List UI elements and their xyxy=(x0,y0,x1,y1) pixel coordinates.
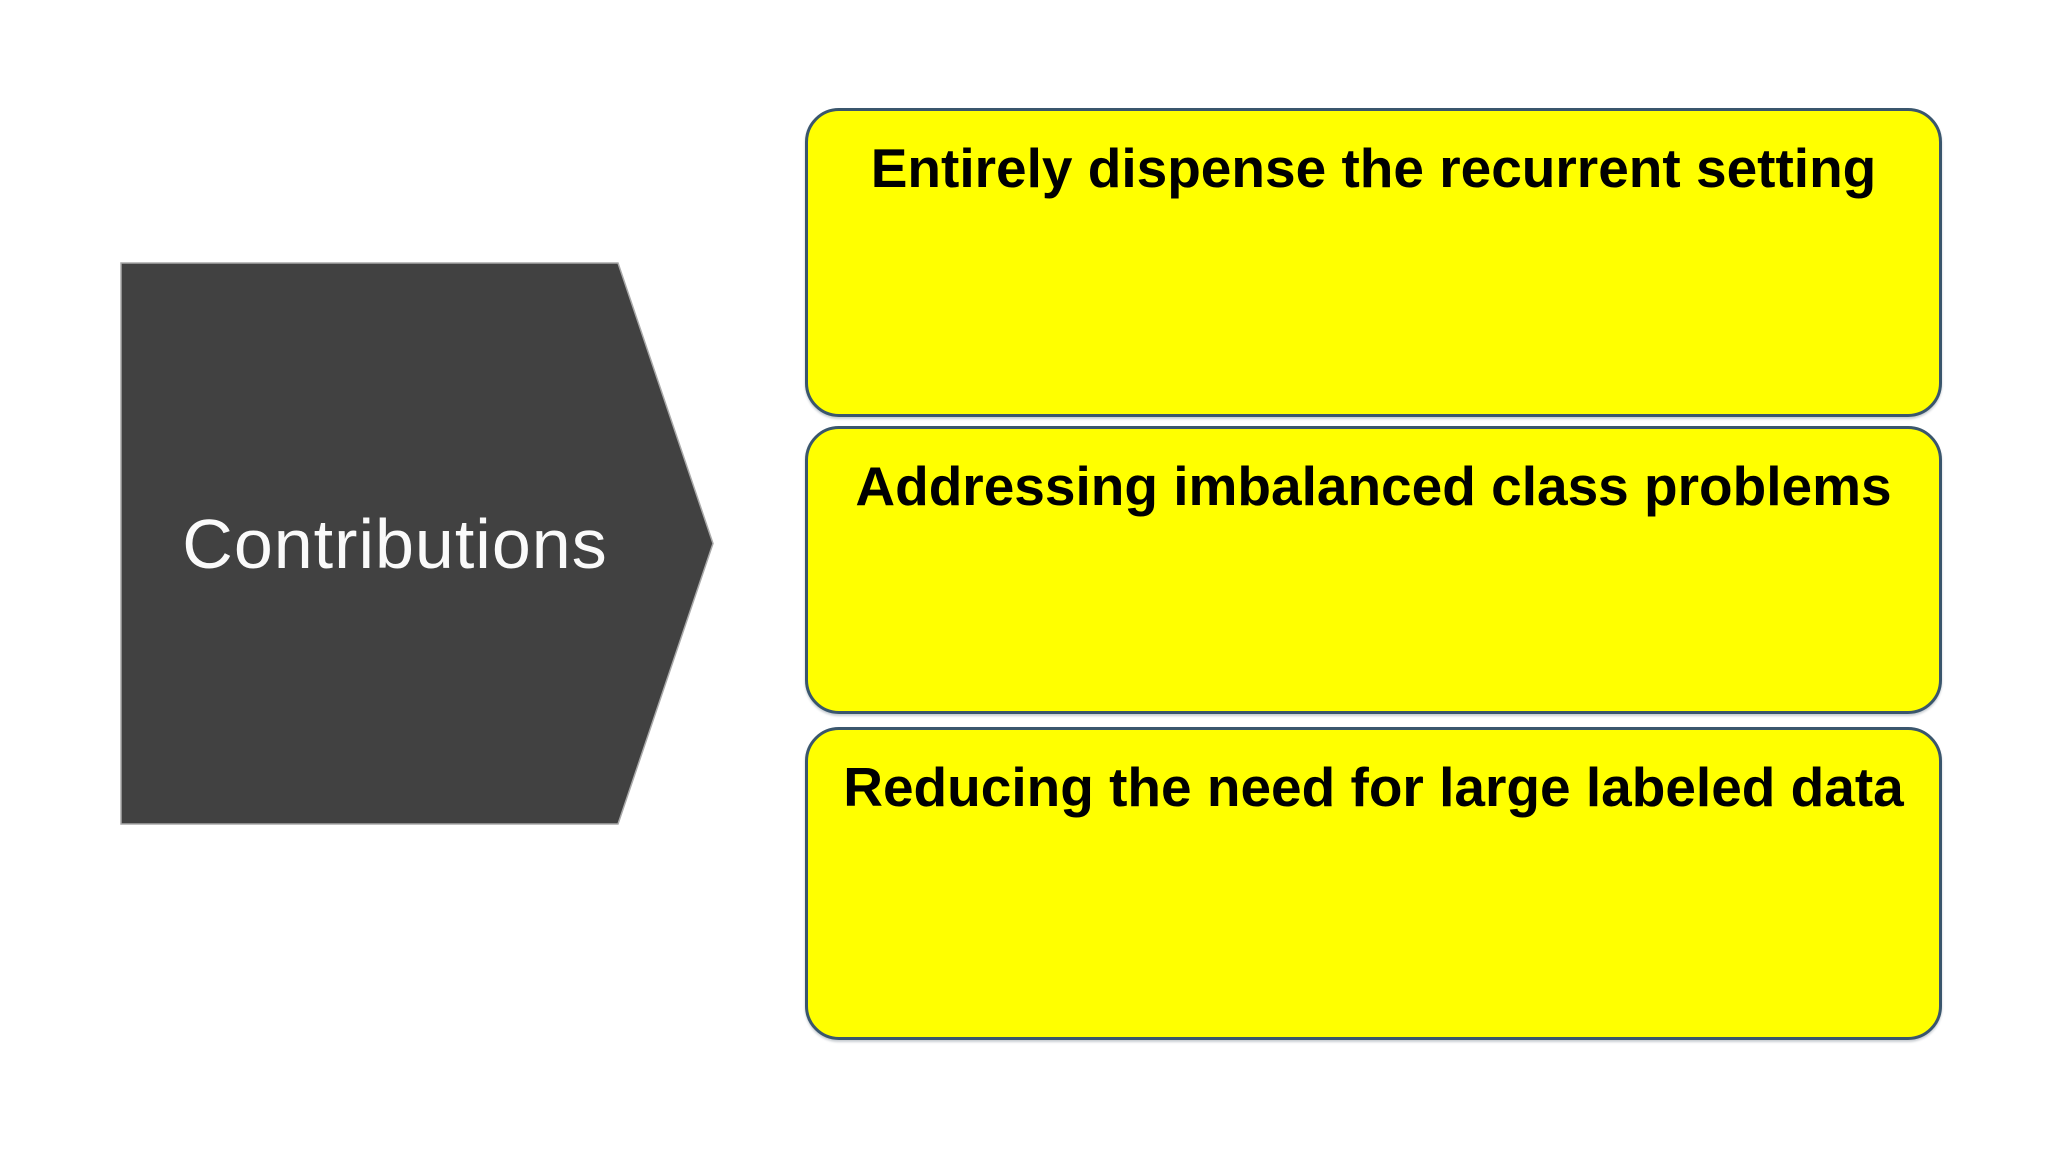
contribution-box-dispense-recurrent: Entirely dispense the recurrent setting xyxy=(805,108,1942,417)
contribution-box-label: Addressing imbalanced class problems xyxy=(855,455,1892,517)
contribution-box-label: Reducing the need for large labeled data xyxy=(843,756,1904,818)
contribution-box-labeled-data: Reducing the need for large labeled data xyxy=(805,727,1942,1040)
contribution-box-imbalanced-class: Addressing imbalanced class problems xyxy=(805,426,1942,714)
contribution-box-label: Entirely dispense the recurrent setting xyxy=(870,137,1877,199)
pentagon-arrow-shape xyxy=(120,262,714,825)
contributions-arrow-label: Contributions xyxy=(182,504,608,583)
